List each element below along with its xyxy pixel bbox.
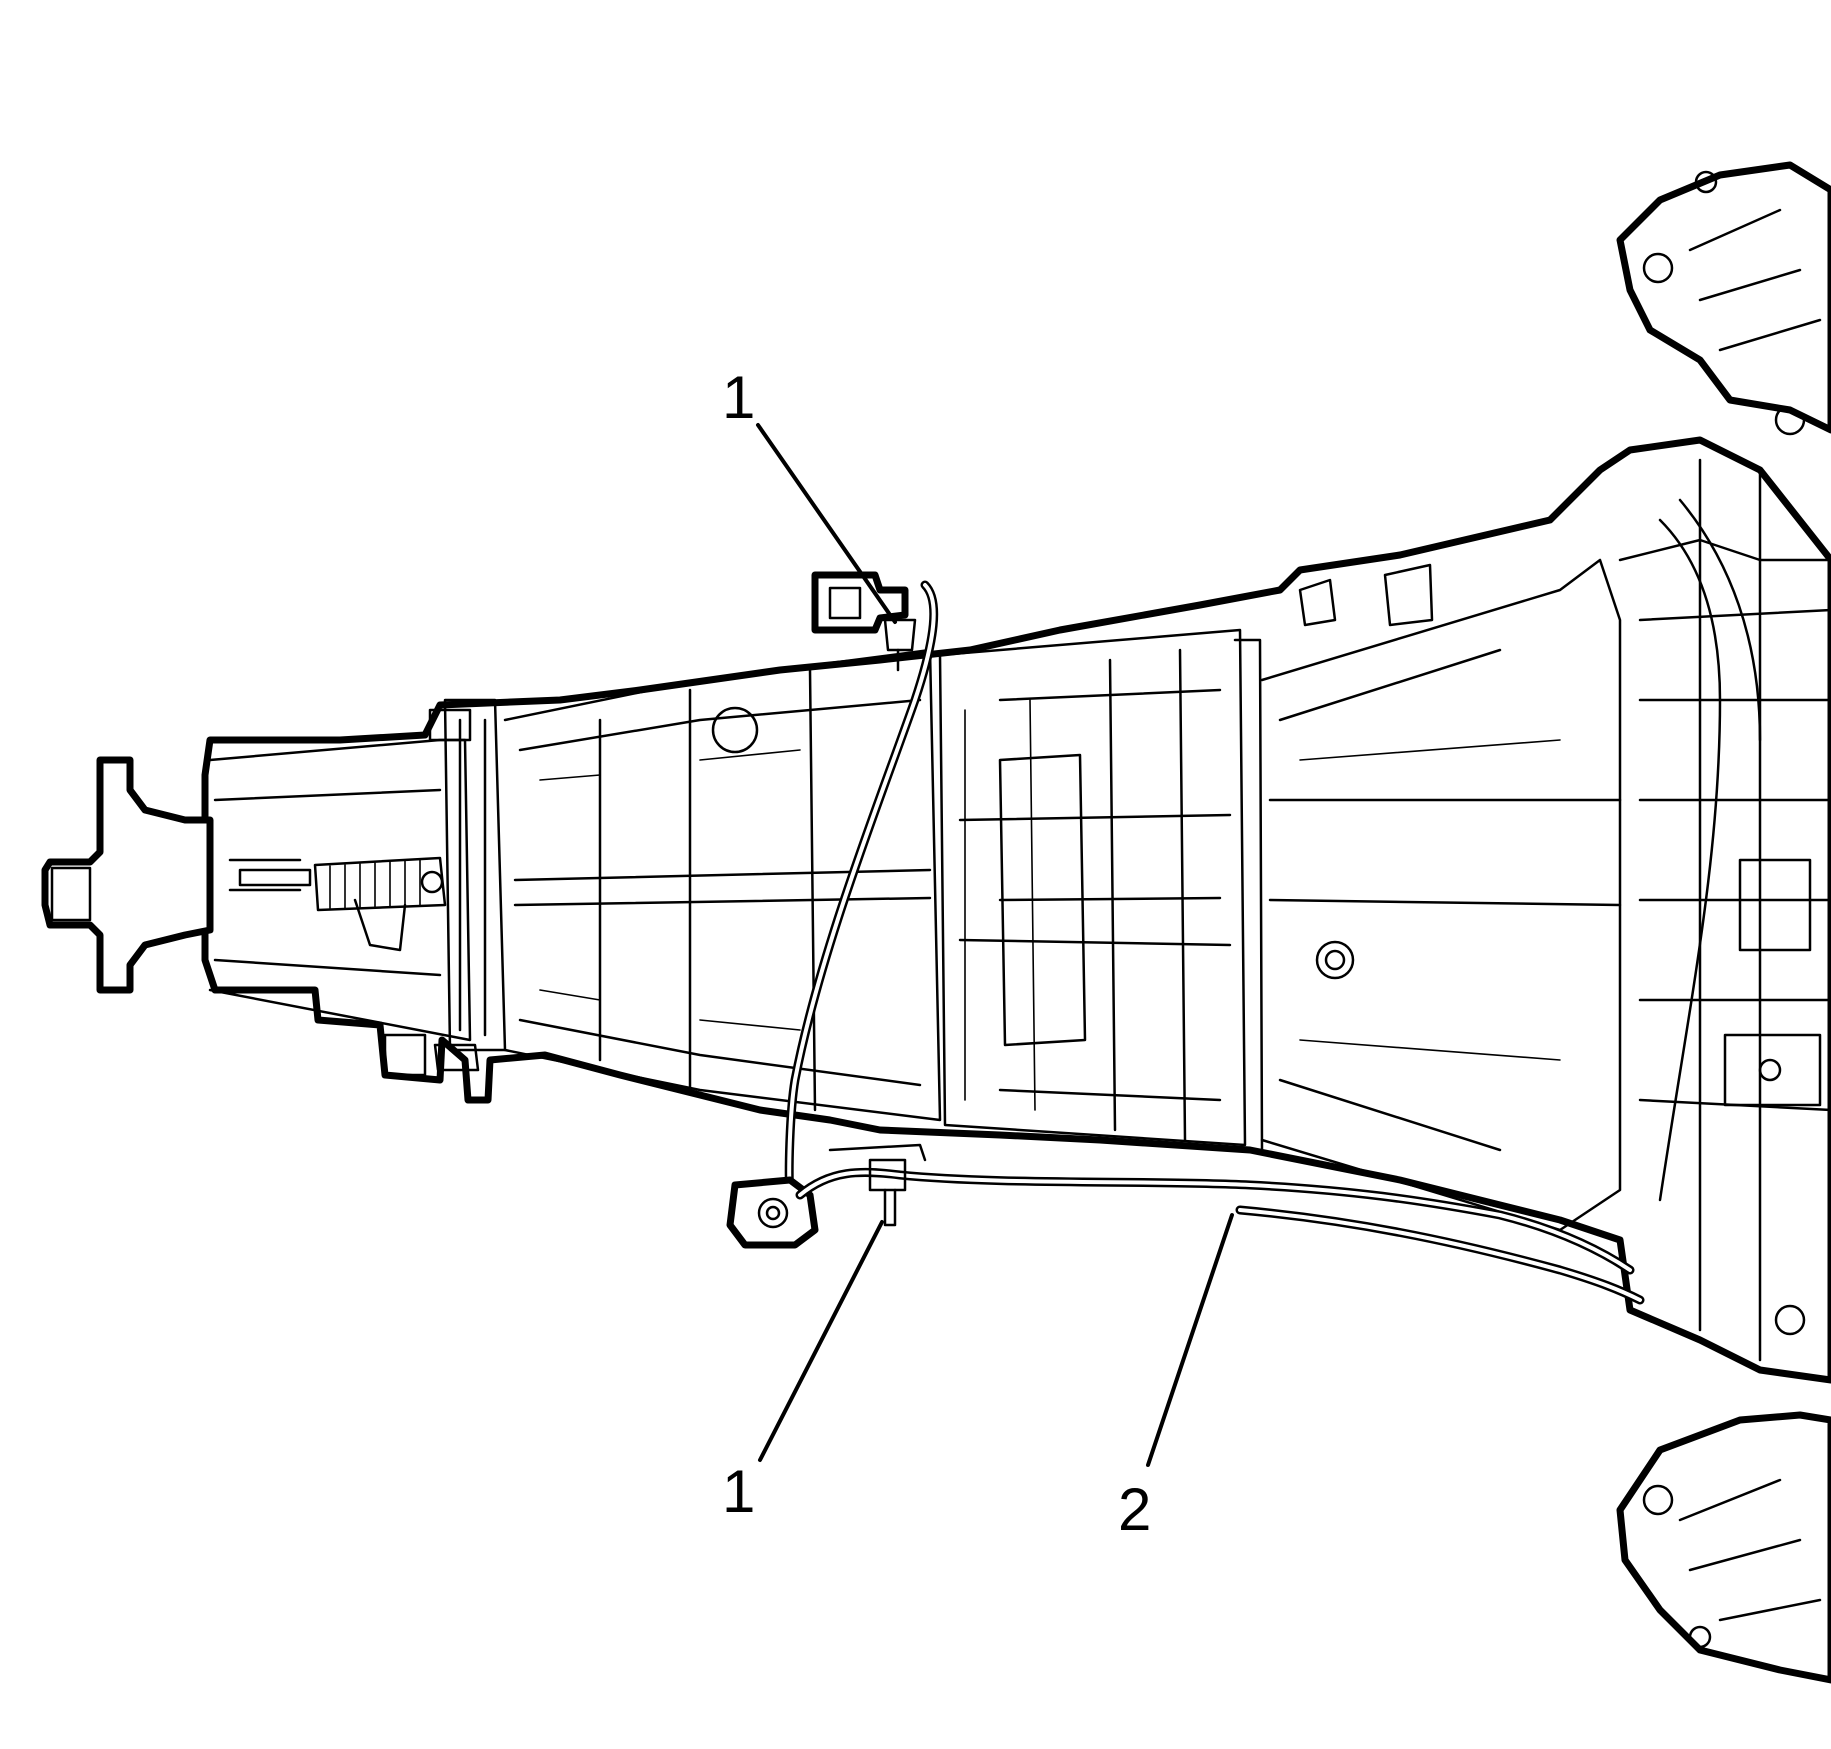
callout-1-upper: 1 bbox=[722, 364, 755, 431]
transmission-body bbox=[41, 161, 1831, 1684]
leader-1-lower bbox=[758, 1220, 884, 1462]
callout-labels: 1 1 2 bbox=[722, 364, 1151, 1543]
leader-1-upper bbox=[756, 423, 897, 624]
callout-2: 2 bbox=[1118, 1476, 1151, 1543]
leader-2 bbox=[1146, 1213, 1234, 1467]
callout-1-lower: 1 bbox=[722, 1458, 755, 1525]
callout-leaders bbox=[756, 423, 1234, 1467]
cooler-hoses bbox=[726, 571, 1645, 1305]
